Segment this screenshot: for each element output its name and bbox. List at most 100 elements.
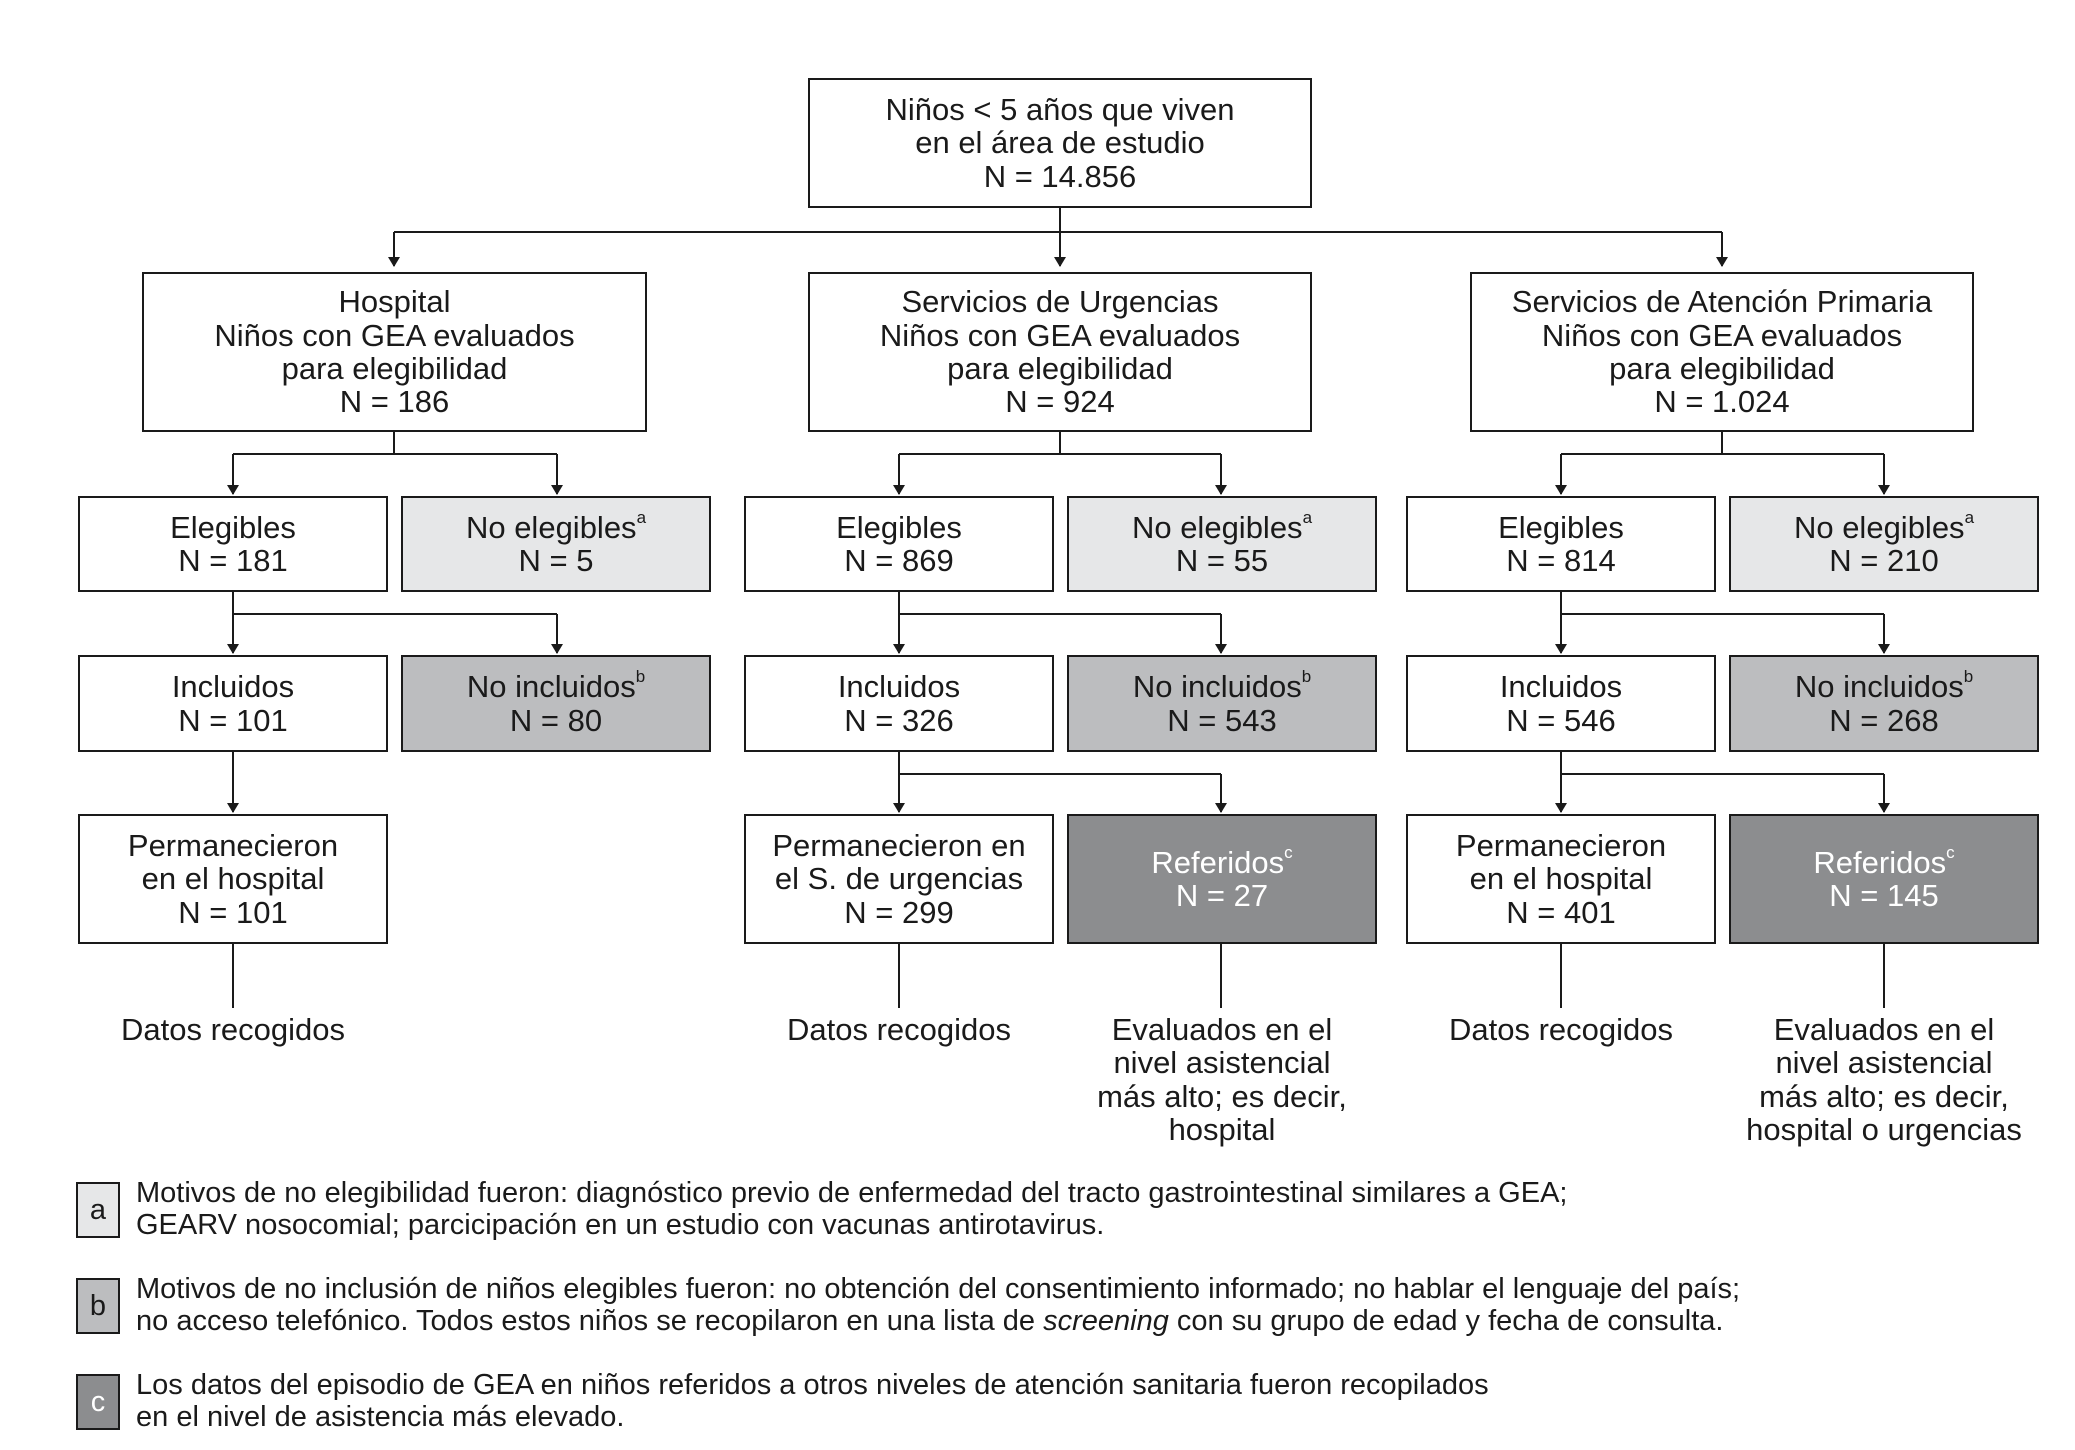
footnote-b-line2-post: con su grupo de edad y fecha de consulta… xyxy=(1168,1304,1724,1337)
footnote-b-marker: b xyxy=(1301,667,1312,687)
population-line1: Niños < 5 años que viven xyxy=(885,91,1235,127)
urgencias-sub1: Niños con GEA evaluados xyxy=(879,317,1241,353)
urgencias-remained-line1: Permanecieron en xyxy=(772,827,1026,863)
primaria-sub2: para elegibilidad xyxy=(1609,351,1835,386)
footnote-c-marker: c xyxy=(1946,842,1955,862)
urgencias-noneligible-box: No elegiblesa N = 55 xyxy=(1067,496,1377,592)
primaria-notincluded-box: No incluidosb N = 268 xyxy=(1729,655,2039,752)
population-box: Niños < 5 años que viven en el área de e… xyxy=(808,78,1312,208)
primaria-remained-line1: Permanecieron xyxy=(1455,827,1667,863)
urgencias-notincluded-box: No incluidosb N = 543 xyxy=(1067,655,1377,752)
footnote-a-text: Motivos de no elegibilidad fueron: diagn… xyxy=(136,1177,1567,1242)
urgencias-referred-label: Referidos xyxy=(1151,844,1285,880)
footnote-b-line2-pre: no acceso telefónico. Todos estos niños … xyxy=(136,1304,1044,1337)
hospital-noneligible-box: No elegiblesa N = 5 xyxy=(401,496,711,592)
hospital-included-label: Incluidos xyxy=(171,669,295,705)
urgencias-noneligible-label: No elegibles xyxy=(1131,509,1303,545)
urgencias-referred-outcome-line1: Evaluados en el xyxy=(1111,1012,1333,1047)
hospital-remained-line2: en el hospital xyxy=(141,861,325,897)
hospital-included-n: N = 101 xyxy=(178,702,288,738)
urgencias-remained-n: N = 299 xyxy=(844,894,954,930)
primaria-referred-title: Referidosc xyxy=(1813,842,1955,880)
hospital-noneligible-n: N = 5 xyxy=(518,543,594,578)
urgencias-noneligible-n: N = 55 xyxy=(1175,543,1269,578)
primaria-remained-box: Permanecieron en el hospital N = 401 xyxy=(1406,814,1716,944)
primaria-notincluded-label: No incluidos xyxy=(1794,669,1964,705)
primaria-included-n: N = 546 xyxy=(1506,702,1616,738)
primaria-notincluded-n: N = 268 xyxy=(1829,702,1939,738)
hospital-sub2: para elegibilidad xyxy=(281,351,508,386)
urgencias-eligible-box: Elegibles N = 869 xyxy=(744,496,1054,592)
urgencias-notincluded-n: N = 543 xyxy=(1167,702,1277,738)
primaria-noneligible-label: No elegibles xyxy=(1793,509,1965,545)
urgencias-notincluded-label: No incluidos xyxy=(1132,669,1302,705)
primaria-referred-outcome: Evaluados en el nivel asistencial más al… xyxy=(1694,1013,2074,1147)
footnote-a-marker: a xyxy=(1302,507,1313,527)
urgencias-eligible-label: Elegibles xyxy=(836,509,962,545)
footnote-b-line1: Motivos de no inclusión de niños elegibl… xyxy=(136,1273,1741,1305)
primaria-included-label: Incluidos xyxy=(1499,669,1623,705)
primaria-eligible-box: Elegibles N = 814 xyxy=(1406,496,1716,592)
hospital-outcome: Datos recogidos xyxy=(120,1012,345,1047)
primaria-noneligible-box: No elegiblesa N = 210 xyxy=(1729,496,2039,592)
footnote-a-marker: a xyxy=(636,507,647,527)
hospital-eligible-n: N = 181 xyxy=(178,543,288,578)
footnote-c-line1: Los datos del episodio de GEA en niños r… xyxy=(136,1369,1489,1401)
hospital-included-box: Incluidos N = 101 xyxy=(78,655,388,752)
primaria-box: Servicios de Atención Primaria Niños con… xyxy=(1470,272,1974,432)
primaria-title: Servicios de Atención Primaria xyxy=(1511,284,1933,320)
footnote-b-marker: b xyxy=(1963,667,1974,687)
footnote-b-text: Motivos de no inclusión de niños elegibl… xyxy=(136,1273,1741,1338)
primaria-referred-outcome-line1: Evaluados en el xyxy=(1773,1012,1995,1047)
primaria-n: N = 1.024 xyxy=(1654,384,1790,420)
hospital-box: Hospital Niños con GEA evaluados para el… xyxy=(142,272,647,432)
urgencias-referred-outcome-line2: nivel asistencial xyxy=(1113,1045,1331,1081)
footnote-c-line2: en el nivel de asistencia más elevado. xyxy=(136,1400,625,1433)
footnote-c-marker: c xyxy=(1284,842,1293,862)
footnote-c-key: c xyxy=(76,1374,120,1430)
primaria-included-box: Incluidos N = 546 xyxy=(1406,655,1716,752)
urgencias-included-label: Incluidos xyxy=(837,669,961,705)
hospital-notincluded-box: No incluidosb N = 80 xyxy=(401,655,711,752)
primaria-eligible-label: Elegibles xyxy=(1498,509,1624,545)
hospital-eligible-label: Elegibles xyxy=(170,509,296,545)
footnote-a-line2: GEARV nosocomial; parcicipación en un es… xyxy=(136,1208,1105,1241)
urgencias-referred-outcome: Evaluados en el nivel asistencial más al… xyxy=(1047,1013,1397,1147)
primaria-referred-outcome-line4: hospital o urgencias xyxy=(1746,1112,2022,1148)
primaria-remained-n: N = 401 xyxy=(1506,894,1616,930)
primaria-noneligible-title: No elegiblesa xyxy=(1793,507,1975,545)
urgencias-notincluded-title: No incluidosb xyxy=(1132,667,1312,705)
primaria-notincluded-title: No incluidosb xyxy=(1794,667,1974,705)
urgencias-referred-outcome-line4: hospital xyxy=(1168,1112,1276,1148)
population-n: N = 14.856 xyxy=(983,158,1137,194)
primaria-referred-outcome-line2: nivel asistencial xyxy=(1775,1045,1993,1081)
primaria-referred-outcome-line3: más alto; es decir, xyxy=(1759,1078,2009,1114)
primaria-eligible-n: N = 814 xyxy=(1506,543,1616,578)
hospital-noneligible-title: No elegiblesa xyxy=(466,507,647,544)
hospital-remained-line1: Permanecieron xyxy=(127,827,339,863)
urgencias-included-box: Incluidos N = 326 xyxy=(744,655,1054,752)
primaria-remained-line2: en el hospital xyxy=(1469,861,1653,897)
urgencias-referred-title: Referidosc xyxy=(1151,842,1293,880)
hospital-remained-box: Permanecieron en el hospital N = 101 xyxy=(78,814,388,944)
footnote-b-marker: b xyxy=(635,667,646,687)
hospital-title: Hospital xyxy=(338,284,451,320)
urgencias-referred-outcome-line3: más alto; es decir, xyxy=(1097,1078,1347,1114)
hospital-sub1: Niños con GEA evaluados xyxy=(214,317,575,353)
footnote-b-line2: no acceso telefónico. Todos estos niños … xyxy=(136,1304,1740,1338)
urgencias-title: Servicios de Urgencias xyxy=(901,284,1219,320)
primaria-referred-label: Referidos xyxy=(1813,844,1947,880)
primaria-sub1: Niños con GEA evaluados xyxy=(1541,317,1903,353)
primaria-noneligible-n: N = 210 xyxy=(1829,543,1939,578)
urgencias-box: Servicios de Urgencias Niños con GEA eva… xyxy=(808,272,1312,432)
primaria-referred-n: N = 145 xyxy=(1829,878,1939,913)
population-line2: en el área de estudio xyxy=(915,125,1205,161)
hospital-eligible-box: Elegibles N = 181 xyxy=(78,496,388,592)
urgencias-n: N = 924 xyxy=(1005,384,1115,420)
hospital-remained-n: N = 101 xyxy=(178,894,288,930)
footnote-a-marker: a xyxy=(1964,507,1975,527)
primaria-referred-box: Referidosc N = 145 xyxy=(1729,814,2039,944)
urgencias-included-n: N = 326 xyxy=(844,702,954,738)
hospital-notincluded-label: No incluidos xyxy=(466,669,636,705)
